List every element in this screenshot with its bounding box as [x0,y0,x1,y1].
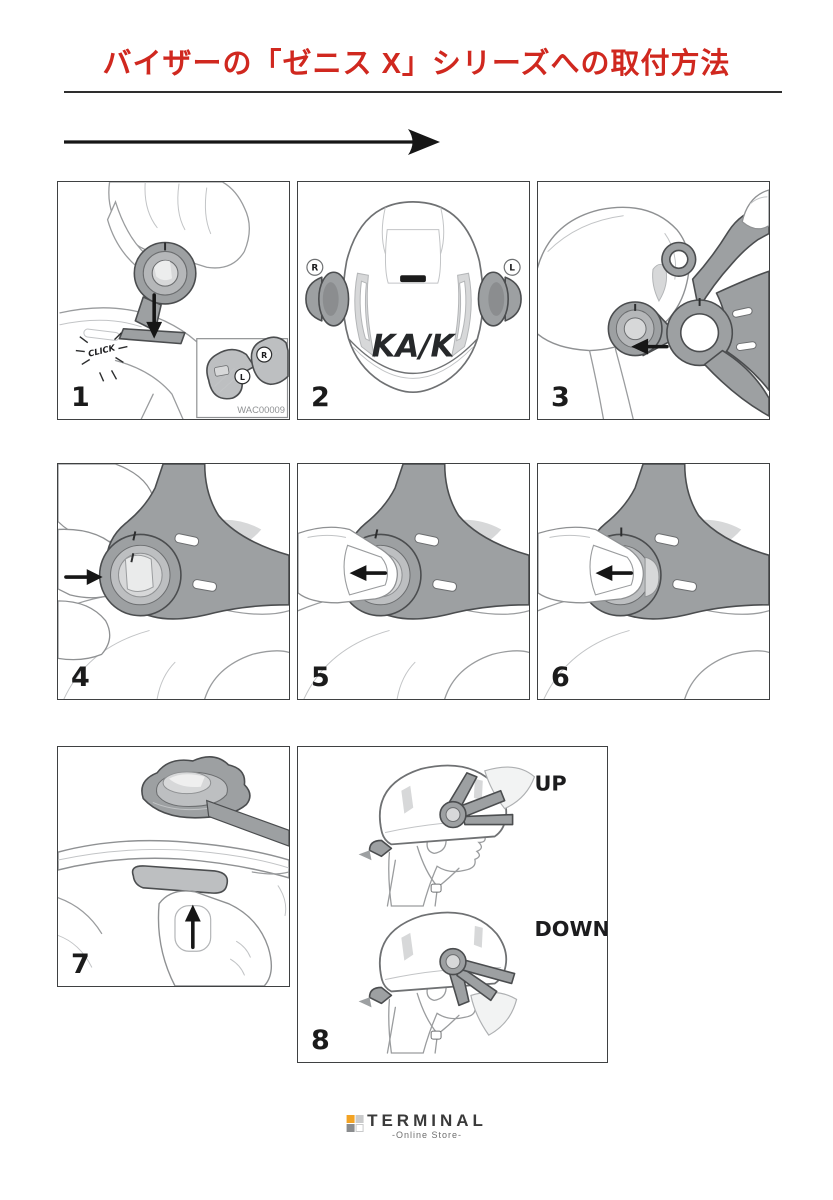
step-panel-1: CLICK L R WAC00009 1 [57,181,290,420]
down-label: DOWN [534,917,607,941]
logo-text: TERMINAL -Online Store- [367,1111,487,1140]
step-panel-7: 7 [57,746,290,987]
logo-square-lightgray [355,1115,364,1123]
title-underline [64,91,782,93]
lock-tab [131,865,229,894]
kask-logo: KA/K [372,329,457,365]
left-arrow-icon [631,338,669,355]
step-panel-8: UP DOWN 8 [297,746,608,1063]
step1-illustration: CLICK L R WAC00009 [59,182,289,419]
logo-square-orange [346,1115,355,1123]
right-part-mark: R [261,351,267,360]
parts-inset: L R WAC00009 [196,336,289,419]
logo-square-white [355,1124,364,1132]
adapter-assembly [141,756,251,819]
step-number: 3 [551,382,570,413]
thumb [157,890,273,986]
left-part-mark: L [240,373,245,382]
part-code: WAC00009 [237,404,285,415]
step-number: 2 [311,382,330,413]
left-arrow-icon [595,565,633,582]
step-number: 5 [311,662,330,693]
visor-up-figure [358,764,536,907]
step-number: 1 [71,382,90,413]
step8-illustration: UP DOWN [358,764,607,1054]
right-side-mark: R [311,264,318,274]
store-logo: TERMINAL -Online Store- [346,1111,487,1140]
flow-arrow-icon [64,129,440,155]
page-title: バイザーの「ゼニス X」シリーズへの取付方法 [102,48,731,80]
step-number: 8 [311,1025,330,1056]
fingertips [741,189,769,230]
step2-illustration: R L KA/K [305,201,522,394]
click-burst [75,332,128,382]
up-arrow-icon [184,904,201,950]
logo-grid-icon [346,1115,364,1132]
visor-down-figure [358,911,518,1054]
left-side-mark: L [509,264,515,274]
helmet-adapter-knob [607,301,680,357]
step-panel-2: R L KA/K 2 [297,181,530,420]
left-adapter [305,271,350,327]
step7-illustration [58,756,289,986]
step5-illustration [298,464,529,699]
store-name: TERMINAL [367,1111,487,1130]
click-label: CLICK [87,342,117,359]
store-tagline: -Online Store- [391,1129,463,1140]
logo-square-darkgray [346,1124,355,1132]
step-number: 4 [71,662,90,693]
left-arrow-icon [349,565,388,582]
step4-illustration [58,464,289,699]
step-number: 7 [71,949,90,980]
step-panel-4: 4 [57,463,290,700]
down-arrow-icon [146,293,163,339]
step-panel-3: 3 [537,181,770,420]
step-number: 6 [551,662,570,693]
step-panel-5: 5 [297,463,530,700]
step-panel-6: 6 [537,463,770,700]
visor-frame [661,205,769,417]
mount-ring [98,531,182,617]
up-label: UP [534,772,566,796]
right-arrow-icon [64,569,103,585]
step3-illustration [538,189,769,419]
right-adapter [477,271,522,327]
step6-illustration [538,464,769,699]
